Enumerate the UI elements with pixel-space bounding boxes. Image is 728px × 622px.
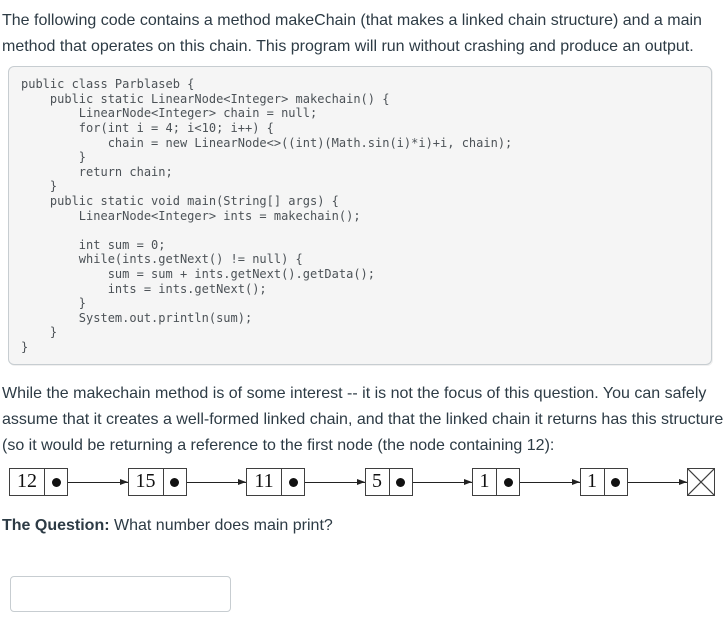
node-pointer-cell [45, 469, 67, 495]
next-arrow [508, 478, 580, 485]
node-value: 11 [247, 469, 282, 496]
code-block: public class Parblaseb { public static L… [8, 66, 712, 366]
pointer-dot [396, 477, 405, 487]
pointer-dot [503, 477, 513, 487]
pointer-dot [611, 477, 620, 487]
next-arrow [174, 478, 246, 485]
code-text: public class Parblaseb { public static L… [21, 77, 513, 354]
pointer-dot [288, 477, 298, 487]
list-node-5: 1 [472, 468, 520, 497]
question-line: The Question: What number does main prin… [2, 513, 726, 539]
arrowhead-icon [571, 478, 580, 485]
arrowhead-icon [119, 478, 128, 485]
null-terminator-icon [687, 468, 715, 497]
node-value: 5 [366, 469, 390, 496]
list-node-3: 11 [246, 468, 305, 497]
linked-list-diagram: 12 15 11 5 1 1 [9, 467, 715, 497]
node-pointer-cell [605, 469, 627, 495]
pointer-dot [170, 477, 179, 487]
arrowhead-icon [464, 478, 472, 485]
list-node-4: 5 [364, 468, 413, 497]
next-arrow [400, 478, 472, 485]
node-pointer-cell [390, 469, 412, 495]
answer-input[interactable] [10, 575, 231, 612]
quiz-question-page: The following code contains a method mak… [0, 8, 728, 622]
node-value: 12 [10, 469, 45, 496]
node-pointer-cell [497, 469, 519, 495]
list-node-2: 15 [127, 468, 187, 497]
node-value: 1 [581, 469, 605, 496]
explanation-paragraph: While the makechain method is of some in… [2, 385, 724, 454]
arrowhead-icon [679, 478, 687, 485]
node-pointer-cell [282, 469, 304, 495]
pointer-dot [51, 477, 61, 487]
list-node-1: 12 [9, 468, 68, 497]
node-value: 1 [473, 469, 497, 496]
next-arrow [56, 478, 128, 485]
list-node-6: 1 [579, 468, 628, 497]
node-value: 15 [129, 469, 164, 496]
arrowhead-icon [238, 478, 246, 485]
node-pointer-cell [164, 469, 186, 495]
arrowhead-icon [356, 478, 365, 485]
question-text: What number does main print? [109, 517, 333, 535]
question-label: The Question: [2, 517, 110, 535]
next-arrow [615, 478, 687, 485]
next-arrow [293, 478, 365, 485]
intro-paragraph: The following code contains a method mak… [2, 12, 702, 55]
